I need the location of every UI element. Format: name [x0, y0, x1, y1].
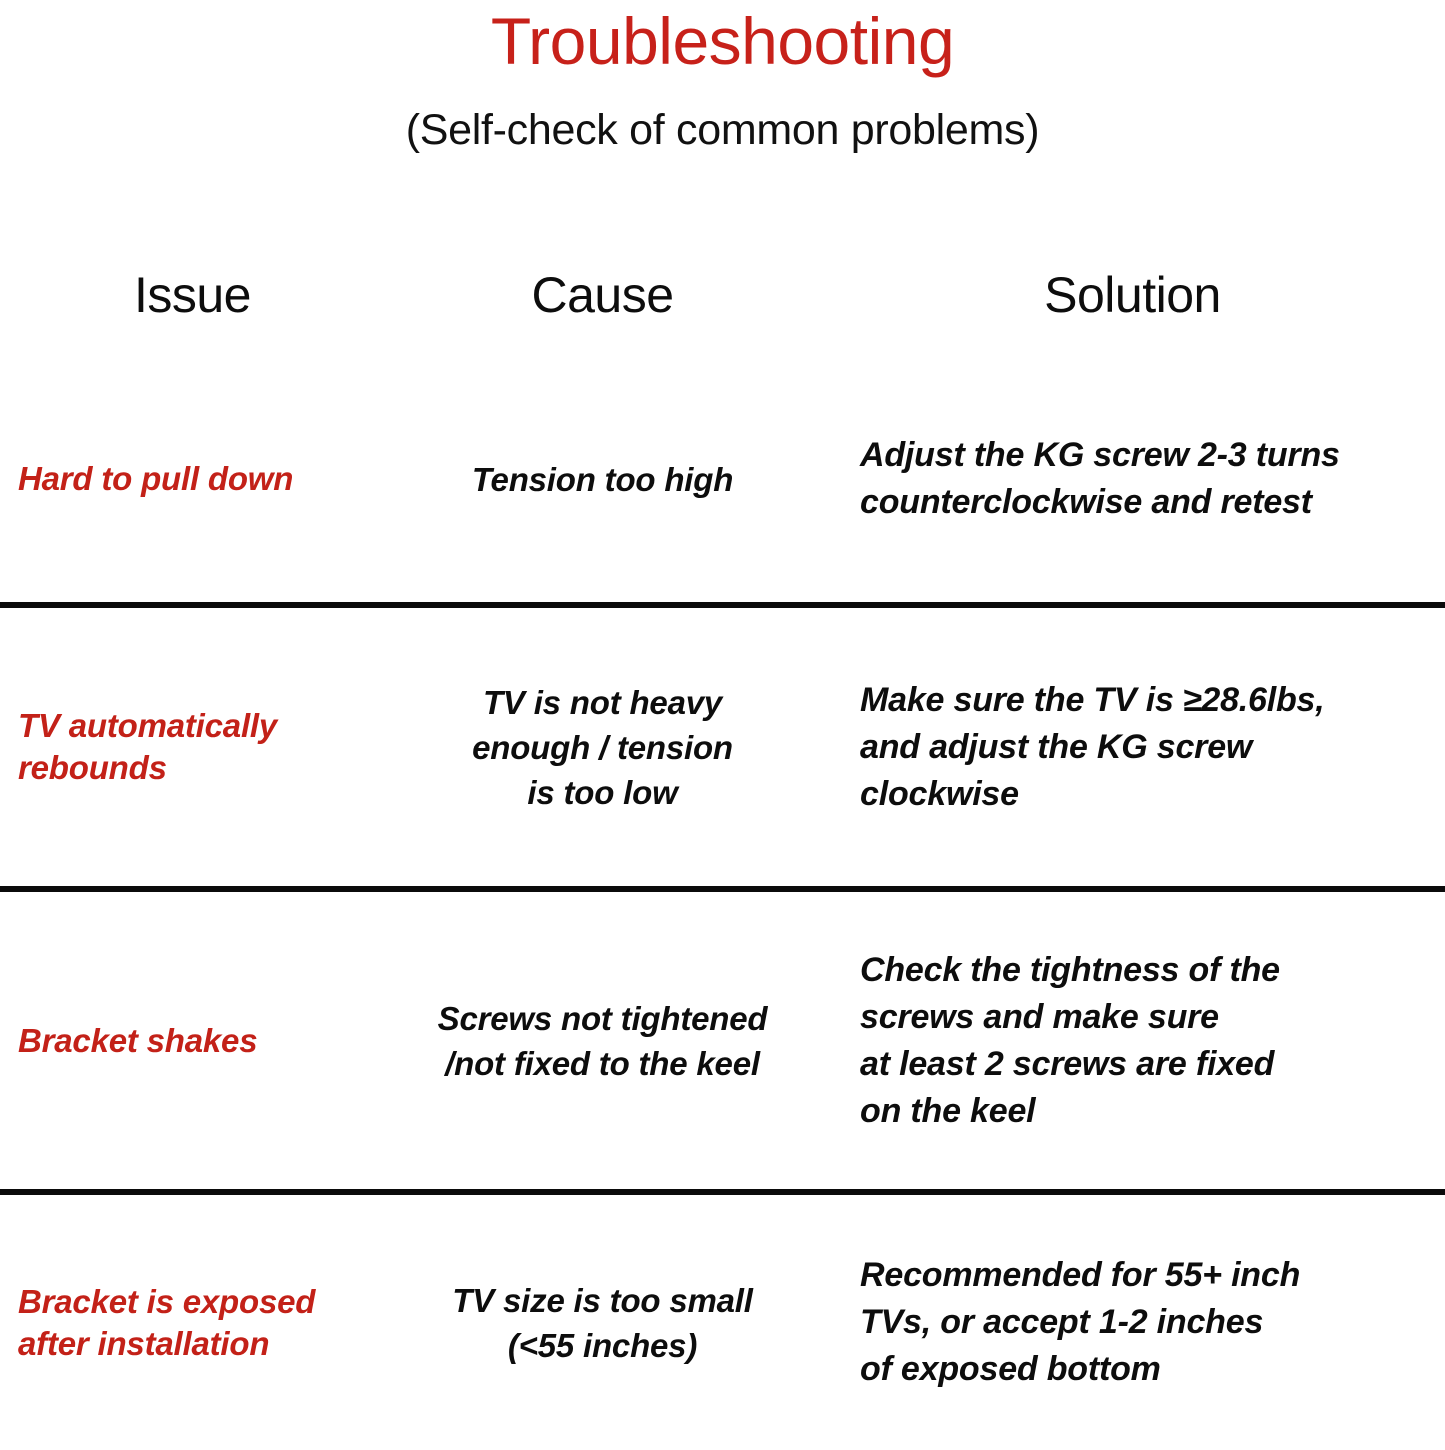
cell-cause: Tension too high [385, 356, 820, 608]
issue-text: TV automatically rebounds [18, 707, 278, 786]
table-row: Hard to pull down Tension too high Adjus… [0, 356, 1445, 608]
cell-solution: Adjust the KG screw 2-3 turns counterclo… [820, 356, 1445, 608]
issue-text: Bracket shakes [18, 1021, 258, 1059]
column-header-issue: Issue [133, 267, 252, 323]
page-title: Troubleshooting [490, 4, 955, 78]
solution-text: Recommended for 55+ inch TVs, or accept … [860, 1256, 1301, 1388]
cause-text: Tension too high [471, 460, 734, 498]
column-header-solution: Solution [1044, 267, 1221, 323]
cell-issue: Bracket is exposed after installation [0, 1192, 385, 1450]
solution-text: Check the tightness of the screws and ma… [860, 950, 1280, 1130]
cell-issue: Bracket shakes [0, 889, 385, 1195]
cell-cause: TV size is too small (<55 inches) [385, 1192, 820, 1450]
solution-text: Adjust the KG screw 2-3 turns counterclo… [860, 436, 1340, 521]
page-subtitle: (Self-check of common problems) [405, 106, 1040, 154]
cell-solution: Check the tightness of the screws and ma… [820, 889, 1445, 1195]
page-heading: Troubleshooting (Self-check of common pr… [0, 0, 1445, 234]
cause-text: TV size is too small (<55 inches) [452, 1281, 753, 1364]
cause-text: TV is not heavy enough / tension is too … [472, 683, 733, 811]
column-header-cause: Cause [531, 267, 674, 323]
cell-issue: TV automatically rebounds [0, 605, 385, 892]
table-header-row: Issue Cause Solution [0, 234, 1445, 356]
cell-cause: TV is not heavy enough / tension is too … [385, 605, 820, 892]
solution-text: Make sure the TV is ≥28.6lbs, and adjust… [860, 680, 1325, 813]
cause-text: Screws not tightened /not fixed to the k… [437, 999, 768, 1082]
cell-issue: Hard to pull down [0, 356, 385, 608]
cell-solution: Recommended for 55+ inch TVs, or accept … [820, 1192, 1445, 1450]
issue-text: Bracket is exposed after installation [18, 1282, 316, 1362]
issue-text: Hard to pull down [18, 460, 294, 497]
cell-solution: Make sure the TV is ≥28.6lbs, and adjust… [820, 605, 1445, 892]
troubleshooting-table: Issue Cause Solution Hard to pull down T… [0, 234, 1445, 1450]
cell-cause: Screws not tightened /not fixed to the k… [385, 889, 820, 1195]
table-row: Bracket shakes Screws not tightened /not… [0, 889, 1445, 1195]
table-row: Bracket is exposed after installation TV… [0, 1192, 1445, 1450]
table-row: TV automatically rebounds TV is not heav… [0, 605, 1445, 892]
